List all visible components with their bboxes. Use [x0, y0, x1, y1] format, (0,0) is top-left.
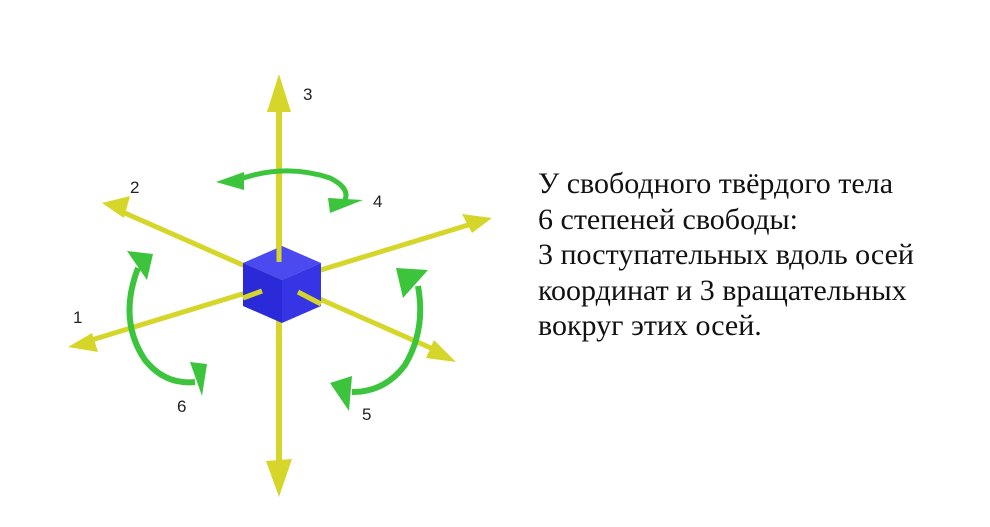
label-axis-2: 2	[130, 178, 139, 197]
label-axis-3: 3	[303, 85, 312, 104]
label-rotation-4: 4	[373, 192, 382, 211]
rotation-6-arrow	[126, 251, 207, 396]
degrees-of-freedom-diagram: 3 2 1 4 5 6	[68, 74, 492, 497]
arrow-upper-right-icon	[462, 214, 492, 233]
arrow-lower-left-icon	[68, 333, 98, 352]
curved-arrow-head-icon	[127, 251, 153, 280]
curved-arrow-head-icon	[396, 268, 428, 298]
curved-arrow-head-icon	[190, 362, 207, 396]
caption-line-1: У свободного твёрдого тела	[538, 167, 894, 200]
curved-arrow-head-icon	[216, 172, 244, 190]
arrow-upper-left-icon	[102, 196, 130, 218]
arrow-up-icon	[267, 74, 291, 112]
caption-line-2: 6 степеней свободы:	[538, 202, 798, 236]
caption-line-3: 3 поступательных вдоль осей	[538, 238, 914, 271]
caption-text: У свободного твёрдого тела 6 степеней св…	[538, 166, 978, 344]
label-rotation-6: 6	[177, 397, 186, 416]
curved-arrow-head-icon	[330, 376, 352, 411]
label-axis-1: 1	[73, 308, 82, 327]
cube-body	[242, 246, 323, 323]
rotation-4-arrow	[216, 168, 363, 213]
caption-line-5: вокруг этих осей.	[538, 309, 762, 342]
caption-line-4: координат и 3 вращательных	[538, 273, 907, 307]
arrow-lower-right-icon	[426, 340, 456, 362]
rotation-5-arrow	[330, 268, 428, 411]
arrow-down-icon	[266, 459, 292, 497]
curved-arrow-head-icon	[328, 198, 363, 213]
label-rotation-5: 5	[362, 405, 371, 424]
